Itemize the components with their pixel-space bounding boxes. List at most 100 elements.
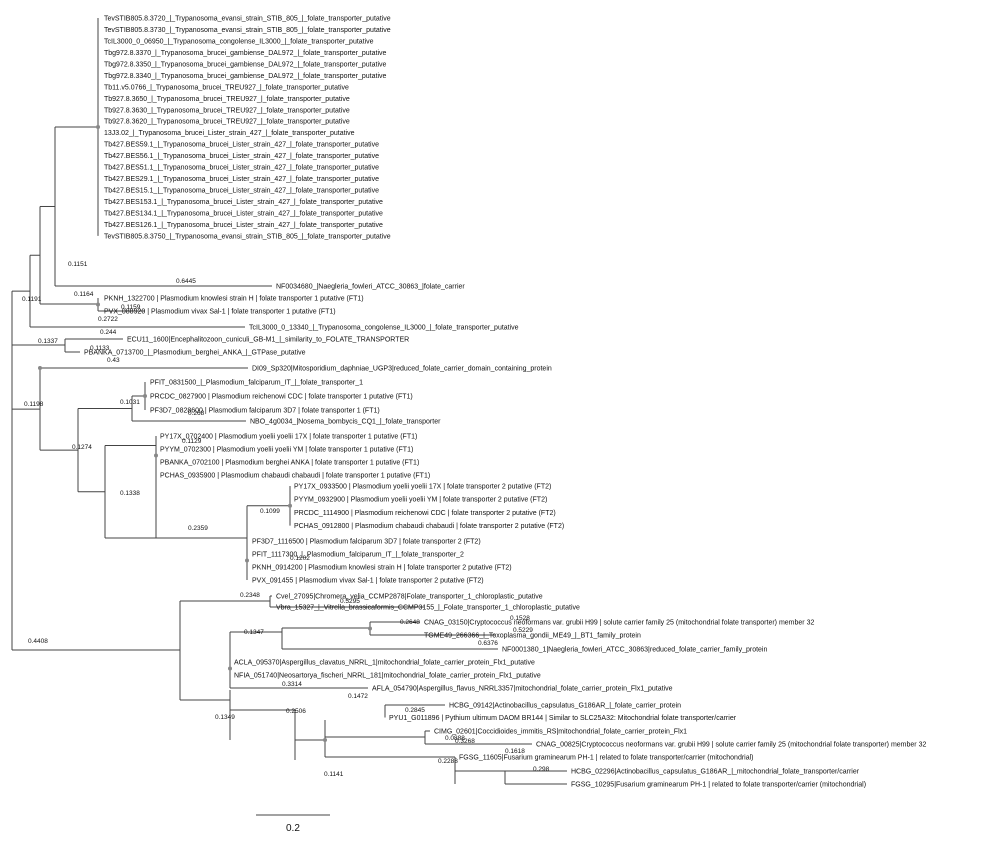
branch-length-label: 0.2359	[188, 525, 208, 532]
branch-length-label: 0.1151	[68, 261, 88, 268]
leaf-label: FGSG_10295|Fusarium graminearum PH-1 | r…	[571, 782, 866, 789]
leaf-label: NBO_4g0034_|Nosema_bombycis_CQ1_|_folate…	[250, 419, 441, 426]
leaf-labels: TevSTIB805.8.3720_|_Trypanosoma_evansi_s…	[84, 16, 926, 789]
leaf-label: TcIL3000_0_06950_|_Trypanosoma_congolens…	[104, 38, 374, 45]
leaf-label: Tb427.BES56.1_|_Trypanosoma_brucei_Liste…	[104, 153, 379, 160]
node-marker	[288, 503, 292, 508]
leaf-label: PCHAS_0935900 | Plasmodium chabaudi chab…	[160, 473, 430, 480]
branch-length-label: 0.4408	[28, 638, 48, 645]
leaf-label: TGME49_266366_|_Toxoplasma_gondii_ME49_|…	[424, 633, 641, 640]
branch-length-label: 0.244	[100, 329, 117, 336]
branch-length-label: 0.1528	[510, 615, 530, 622]
branch-length-label: 0.1337	[38, 338, 58, 345]
branch-length-label: 0.1031	[120, 399, 140, 406]
branch-length-label: 0.1347	[244, 629, 264, 636]
scale-bar: 0.2	[256, 814, 330, 834]
leaf-label: PFIT_0831500_|_Plasmodium_falciparum_IT_…	[150, 380, 363, 387]
tree-branches	[11, 18, 567, 785]
node-marker	[96, 124, 100, 129]
branch-length-label: 0.2648	[400, 619, 420, 626]
leaf-label: ECU11_1600|Encephalitozoon_cuniculi_GB-M…	[127, 337, 409, 344]
leaf-label: PF3D7_1116500 | Plasmodium falciparum 3D…	[252, 539, 481, 546]
leaf-label: PKNH_0914200 | Plasmodium knowlesi strai…	[252, 565, 512, 572]
leaf-label: 13J3.02_|_Trypanosoma_brucei_Lister_stra…	[104, 130, 355, 137]
leaf-label: PYYM_0932900 | Plasmodium yoelii yoelii …	[294, 497, 547, 504]
leaf-label: Tb11.v5.0766_|_Trypanosoma_brucei_TREU92…	[104, 84, 349, 91]
scale-bar-label: 0.2	[286, 823, 300, 834]
leaf-label: Tb427.BES153.1_|_Trypanosoma_brucei_List…	[104, 199, 383, 206]
node-marker	[245, 558, 249, 563]
leaf-label: Tb927.8.3650_|_Trypanosoma_brucei_TREU92…	[104, 96, 350, 103]
branch-length-label: 0.1141	[324, 771, 344, 778]
leaf-label: PF3D7_0828600 | Plasmodium falciparum 3D…	[150, 408, 380, 415]
leaf-label: PYYM_0702300 | Plasmodium yoelii yoelii …	[160, 447, 413, 454]
branch-length-label: 0.1191	[22, 296, 42, 303]
leaf-label: Tb427.BES126.1_|_Trypanosoma_brucei_List…	[104, 222, 383, 229]
leaf-label: CNAG_00825|Cryptococcus neoformans var. …	[536, 742, 926, 749]
leaf-label: AFLA_054790|Aspergillus_flavus_NRRL3357|…	[372, 686, 673, 693]
leaf-label: CIMG_02601|Coccidioides_immitis_RS|mitoc…	[434, 729, 687, 736]
branch-length-label: 0.1198	[24, 401, 44, 408]
leaf-label: DI09_Sp320|Mitosporidium_daphniae_UGP3|r…	[252, 366, 552, 373]
branch-length-label: 0.1338	[120, 490, 140, 497]
branch-length-label: 0.6445	[176, 278, 196, 285]
branch-length-label: 0.3314	[282, 681, 302, 688]
branch-length-label: 0.268	[188, 410, 205, 417]
leaf-label: TevSTIB805.8.3750_|_Trypanosoma_evansi_s…	[104, 233, 391, 240]
leaf-label: Tb427.BES29.1_|_Trypanosoma_brucei_Liste…	[104, 176, 379, 183]
branch-length-label: 0.1618	[505, 748, 525, 755]
leaf-label: Tb927.8.3620_|_Trypanosoma_brucei_TREU92…	[104, 119, 350, 126]
branch-length-label: 0.1202	[290, 555, 310, 562]
branch-length-label: 0.1274	[72, 444, 92, 451]
leaf-label: Tbg972.8.3340_|_Trypanosoma_brucei_gambi…	[104, 73, 387, 80]
branch-length-label: 0.5295	[340, 598, 360, 605]
node-marker	[38, 366, 42, 370]
leaf-label: Tb927.8.3630_|_Trypanosoma_brucei_TREU92…	[104, 107, 350, 114]
leaf-label: Vbra_15327_|_Vitrella_brassicaformis_CCM…	[276, 605, 580, 612]
leaf-label: NF0001380_1|Naegleria_fowleri_ATCC_30863…	[502, 647, 767, 654]
node-marker	[154, 453, 158, 458]
branch-length-label: 0.6376	[478, 640, 498, 647]
branch-length-label: 0.43	[107, 357, 120, 364]
leaf-label: CNAG_03150|Cryptococcus neoformans var. …	[424, 620, 814, 627]
leaf-label: PBANKA_0702100 | Plasmodium berghei ANKA…	[160, 460, 419, 467]
branch-length-label: 0.298	[533, 766, 550, 773]
branch-length-label: 0.1164	[74, 291, 94, 298]
leaf-label: Tb427.BES15.1_|_Trypanosoma_brucei_Liste…	[104, 188, 379, 195]
node-marker	[368, 626, 372, 631]
branch-length-label: 0.5229	[513, 627, 533, 634]
branch-length-label: 0.1129	[182, 438, 202, 445]
branch-length-label: 0.1159	[121, 304, 141, 311]
leaf-label: PRCDC_1114900 | Plasmodium reichenowi CD…	[294, 510, 556, 517]
tree-node-markers	[38, 124, 372, 742]
leaf-label: PY17X_0702400 | Plasmodium yoelii yoelii…	[160, 434, 417, 441]
branch-length-label: 0.3268	[455, 738, 475, 745]
leaf-label: PRCDC_0827900 | Plasmodium reichenowi CD…	[150, 394, 413, 401]
branch-length-label: 0.2722	[98, 316, 118, 323]
leaf-label: PVX_091455 | Plasmodium vivax Sal-1 | fo…	[252, 578, 484, 585]
leaf-label: TevSTIB805.8.3730_|_Trypanosoma_evansi_s…	[104, 27, 391, 34]
leaf-label: Cvel_27095|Chromera_velia_CCMP2878|Folat…	[276, 594, 543, 601]
branch-length-label: 0.2288	[438, 758, 458, 765]
leaf-label: TcIL3000_0_13340_|_Trypanosoma_congolens…	[249, 325, 519, 332]
node-marker	[323, 738, 327, 742]
leaf-label: Tbg972.8.3370_|_Trypanosoma_brucei_gambi…	[104, 50, 387, 57]
leaf-label: ACLA_095370|Aspergillus_clavatus_NRRL_1|…	[234, 660, 535, 667]
leaf-label: Tb427.BES59.1_|_Trypanosoma_brucei_Liste…	[104, 142, 379, 149]
leaf-label: PFIT_1117300_|_Plasmodium_falciparum_IT_…	[252, 552, 464, 559]
branch-length-label: 0.1099	[260, 508, 280, 515]
node-marker	[143, 394, 147, 398]
branch-length-label: 0.2506	[286, 708, 306, 715]
branch-length-label: 0.1133	[90, 345, 110, 352]
leaf-label: HCBG_09142|Actinobacillus_capsulatus_G18…	[449, 703, 681, 710]
branch-length-label: 0.2348	[240, 592, 260, 599]
leaf-label: PY17X_0933500 | Plasmodium yoelii yoelii…	[294, 484, 551, 491]
leaf-label: NFIA_051740|Neosartorya_fischeri_NRRL_18…	[234, 673, 541, 680]
leaf-label: Tbg972.8.3350_|_Trypanosoma_brucei_gambi…	[104, 61, 387, 68]
leaf-label: Tb427.BES51.1_|_Trypanosoma_brucei_Liste…	[104, 165, 379, 172]
leaf-label: PYU1_G011896 | Pythium ultimum DAOM BR14…	[389, 715, 737, 722]
leaf-label: TevSTIB805.8.3720_|_Trypanosoma_evansi_s…	[104, 16, 391, 23]
branch-length-label: 0.1349	[215, 714, 235, 721]
leaf-label: PBANKA_0713700_|_Plasmodium_berghei_ANKA…	[84, 350, 306, 357]
